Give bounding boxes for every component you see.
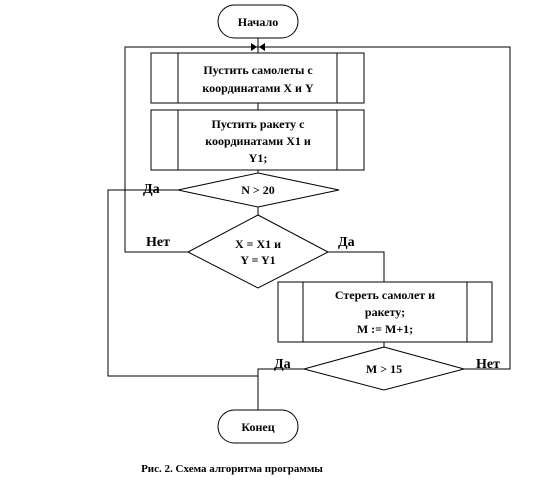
decision-coords-equal: X = X1 и Y = Y1 (186, 214, 330, 289)
connector-decision1-yes (107, 189, 258, 377)
process2-line3: Y1; (249, 151, 268, 165)
start-label: Начало (238, 15, 278, 29)
process1-line1: Пустить самолеты с (203, 63, 313, 77)
process-erase: Стереть самолет и ракету; M := M+1; (277, 281, 493, 343)
end-label: Конец (241, 420, 274, 434)
decision2-no-label: Нет (146, 235, 170, 250)
figure-caption: Рис. 2. Схема алгоритма программы (141, 463, 323, 475)
loop-decision2-no (124, 46, 258, 253)
process2-line2: координатами X1 и (205, 134, 311, 148)
connector-decision2-yes (328, 251, 385, 282)
process2-line1: Пустить ракету с (211, 117, 305, 131)
process-launch-planes: Пустить самолеты с координатами X и Y (150, 52, 365, 104)
decision2-line1: X = X1 и (235, 237, 281, 251)
process1-line2: координатами X и Y (202, 81, 314, 95)
decision3-label: M > 15 (366, 362, 402, 376)
process3-line2: ракету; (365, 305, 405, 319)
process3-line3: M := M+1; (357, 322, 413, 336)
decision3-no-label: Нет (476, 357, 500, 372)
process3-line1: Стереть самолет и (335, 288, 435, 302)
decision3-yes-label: Да (274, 357, 291, 372)
decision-m-gt-15: M > 15 (302, 346, 466, 391)
process-launch-rocket: Пустить ракету с координатами X1 и Y1; (150, 109, 365, 171)
connector-decision3-yes (257, 368, 304, 410)
end-terminator: Конец (217, 409, 299, 444)
arrowhead-left (251, 43, 257, 51)
connectors (107, 38, 511, 410)
decision2-yes-label: Да (338, 235, 355, 250)
decision1-yes-label: Да (143, 182, 160, 197)
decision-n-gt-20: N > 20 (177, 172, 340, 208)
start-terminator: Начало (217, 4, 299, 39)
decision2-line2: Y = Y1 (240, 253, 275, 267)
decision1-label: N > 20 (241, 183, 275, 197)
loop-decision3-no (258, 46, 511, 370)
arrowhead-right (259, 43, 265, 51)
